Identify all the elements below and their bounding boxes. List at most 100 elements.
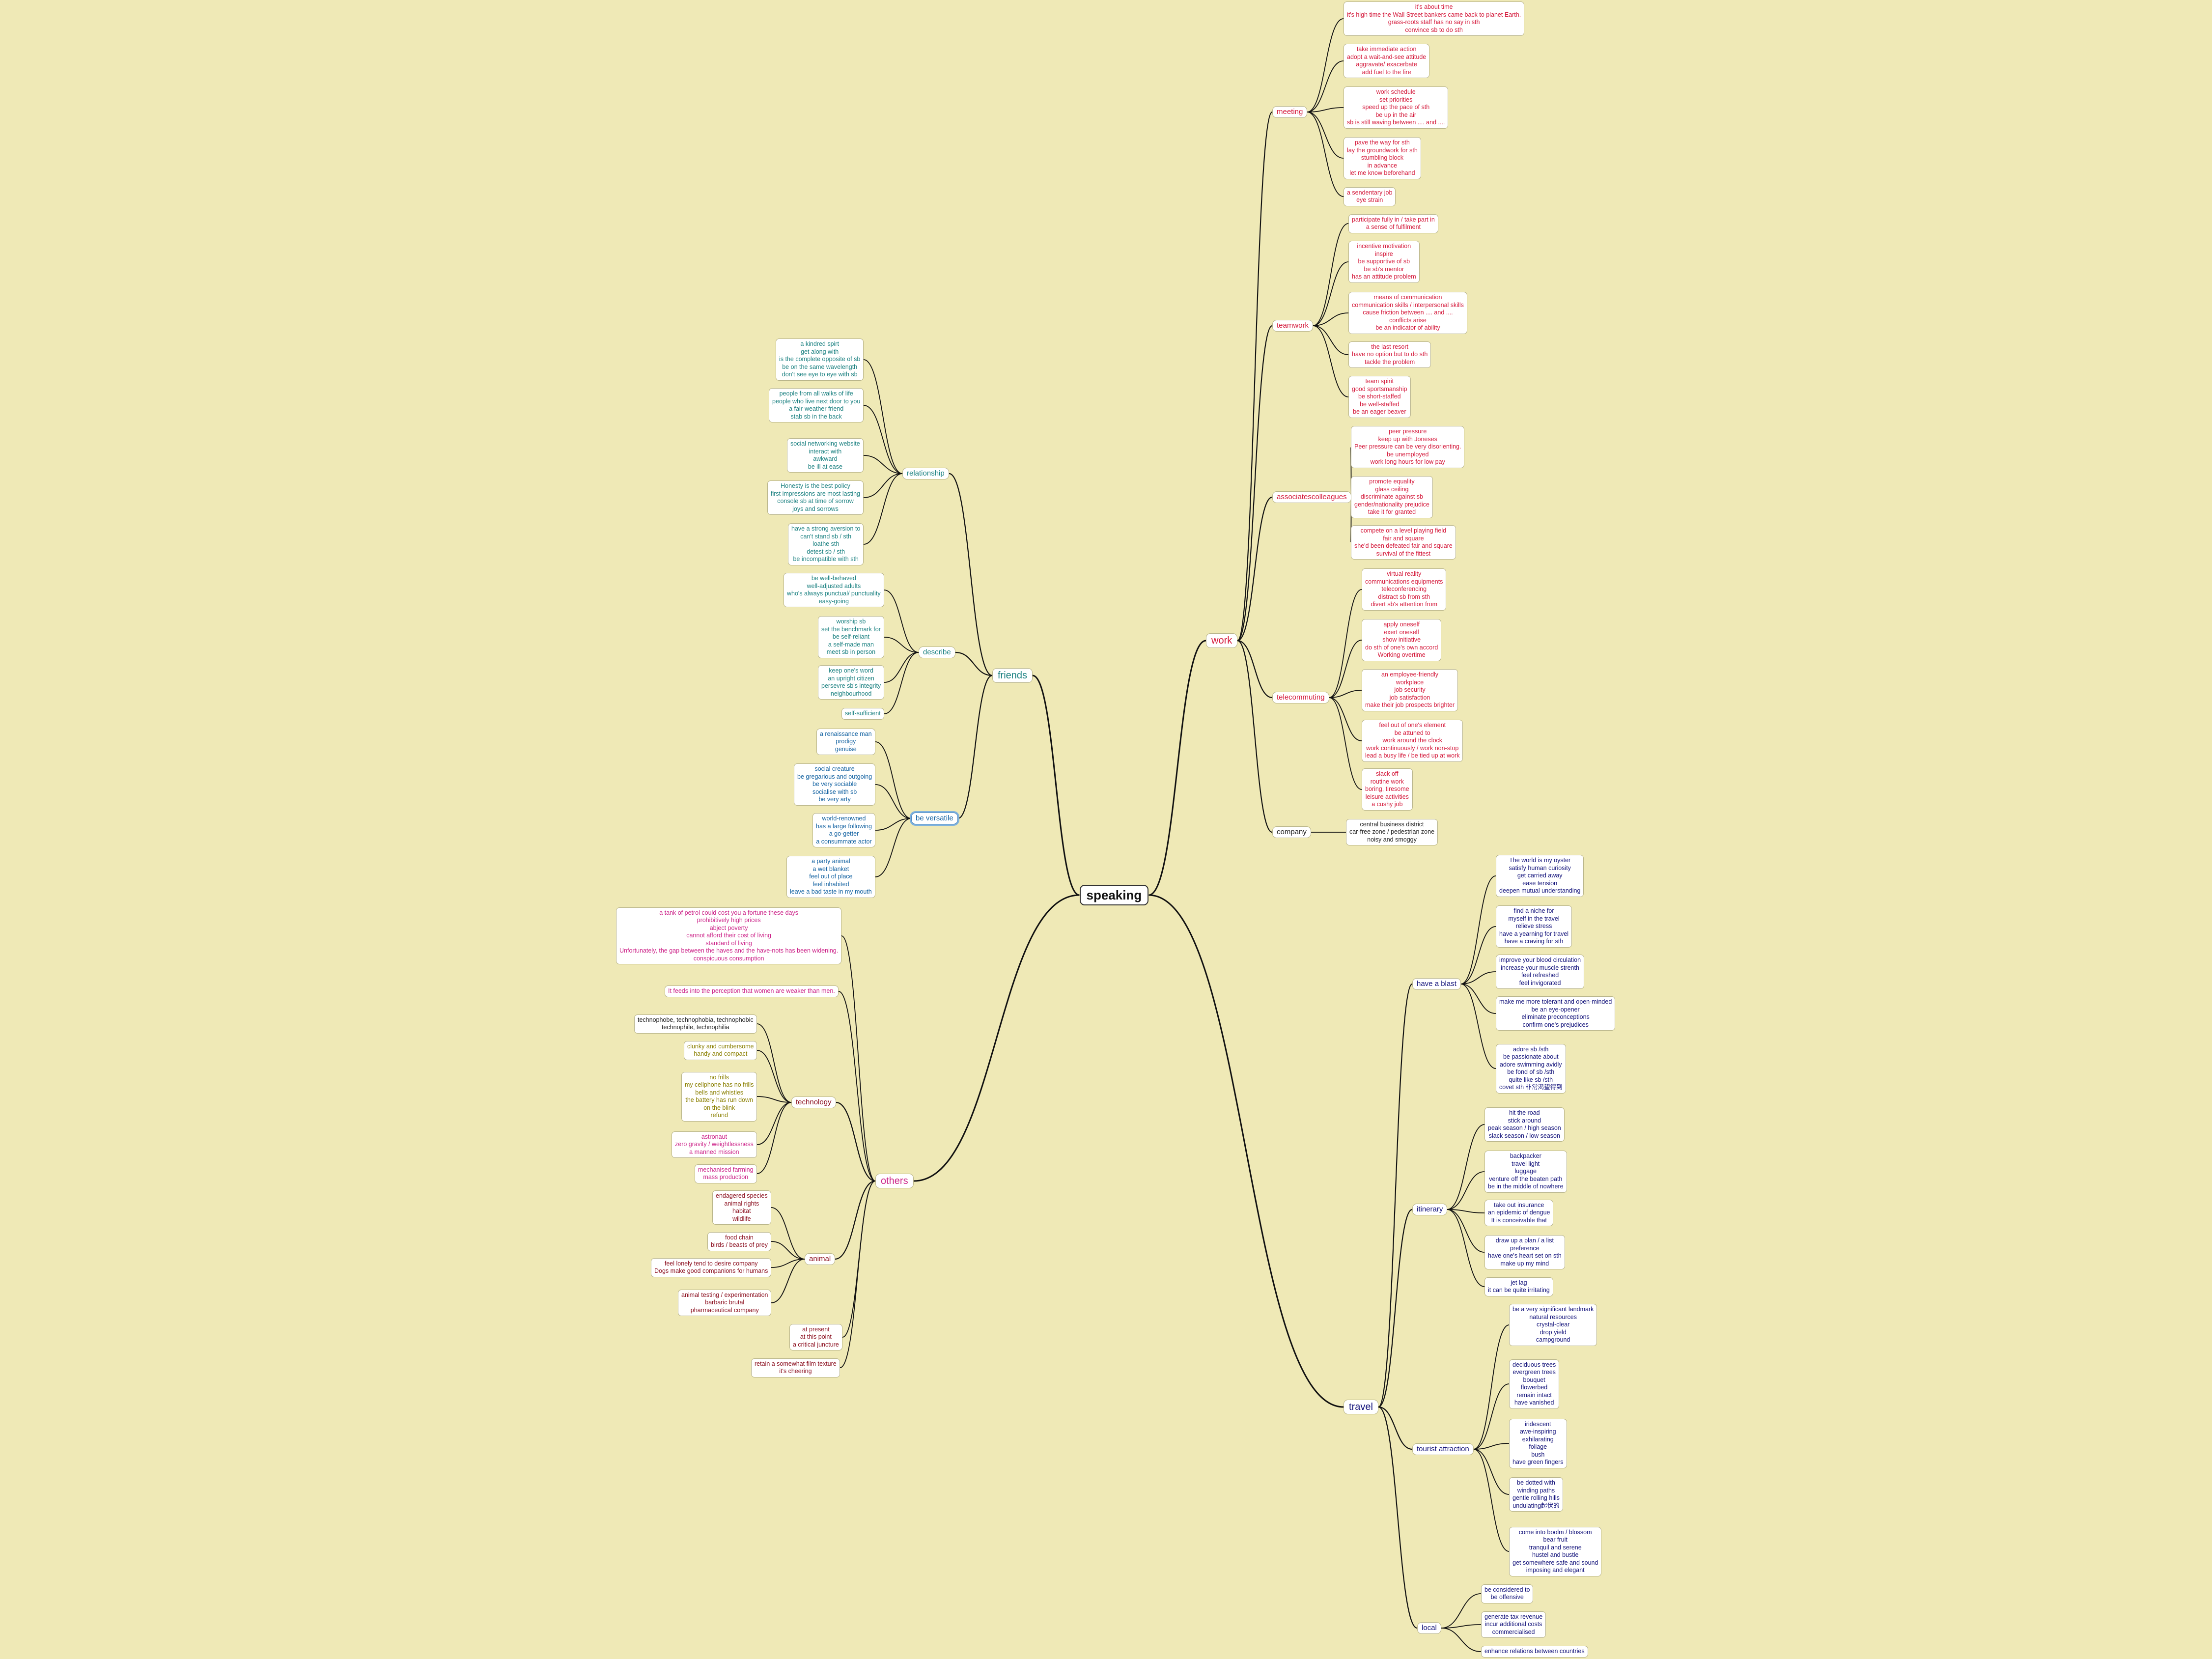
node-text-line: set priorities xyxy=(1379,96,1413,103)
branch-travel[interactable]: travel xyxy=(1344,1400,1378,1414)
node-text-line: an epidemic of dengue xyxy=(1488,1209,1550,1216)
node-text-line: teleconferencing xyxy=(1381,586,1427,592)
topic-teamwork[interactable]: teamwork xyxy=(1272,320,1314,332)
topic-blast[interactable]: have a blast xyxy=(1412,978,1461,990)
topic-attraction[interactable]: tourist attraction xyxy=(1412,1443,1474,1455)
topic-animal[interactable]: animal xyxy=(805,1253,836,1265)
topic-technology[interactable]: technology xyxy=(791,1097,836,1108)
connector xyxy=(863,455,903,474)
node-text-line: awkward xyxy=(813,455,838,462)
root-node[interactable]: speaking xyxy=(1079,885,1149,905)
topic-company[interactable]: company xyxy=(1272,826,1311,838)
node-text-line: keep up with Joneses xyxy=(1378,435,1437,443)
branch-friends[interactable]: friends xyxy=(992,668,1033,683)
leaf-others[interactable]: It feeds into the perception that women … xyxy=(665,985,839,997)
topic-versatile[interactable]: be versatile xyxy=(911,813,958,824)
node-text-line: be an indicator of ability xyxy=(1375,324,1440,331)
node-text-line: has a large following xyxy=(816,822,872,830)
topic-local[interactable]: local xyxy=(1417,1622,1441,1634)
leaf-describe[interactable]: self-sufficient xyxy=(841,708,884,720)
branch-others[interactable]: others xyxy=(875,1174,914,1188)
node-text-line: work schedule xyxy=(1376,88,1416,95)
topic-telecommuting[interactable]: telecommuting xyxy=(1272,692,1329,703)
leaf-local[interactable]: enhance relations between countries xyxy=(1481,1646,1588,1658)
topic-meeting[interactable]: meeting xyxy=(1272,106,1308,118)
leaf-others[interactable]: a tank of petrol could cost you a fortun… xyxy=(616,907,842,964)
node-text-line: describe xyxy=(923,648,951,656)
node-text-line: be an eager beaver xyxy=(1353,408,1406,415)
node-text-line: make their job prospects brighter xyxy=(1365,702,1455,708)
node-text-line: be self-reliant xyxy=(832,633,869,640)
connector xyxy=(835,1180,876,1260)
node-text-line: associates xyxy=(1277,493,1312,501)
topic-associates[interactable]: associatescolleagues xyxy=(1272,491,1351,503)
node-text-line: a sendentary job xyxy=(1347,189,1393,196)
node-text-line: it's high time the Wall Street bankers c… xyxy=(1347,11,1521,18)
topic-itinerary[interactable]: itinerary xyxy=(1412,1204,1448,1215)
topic-describe[interactable]: describe xyxy=(919,647,955,658)
branch-work[interactable]: work xyxy=(1206,633,1238,648)
node-text-line: tackle the problem xyxy=(1365,358,1415,366)
topic-relationship[interactable]: relationship xyxy=(902,468,949,479)
